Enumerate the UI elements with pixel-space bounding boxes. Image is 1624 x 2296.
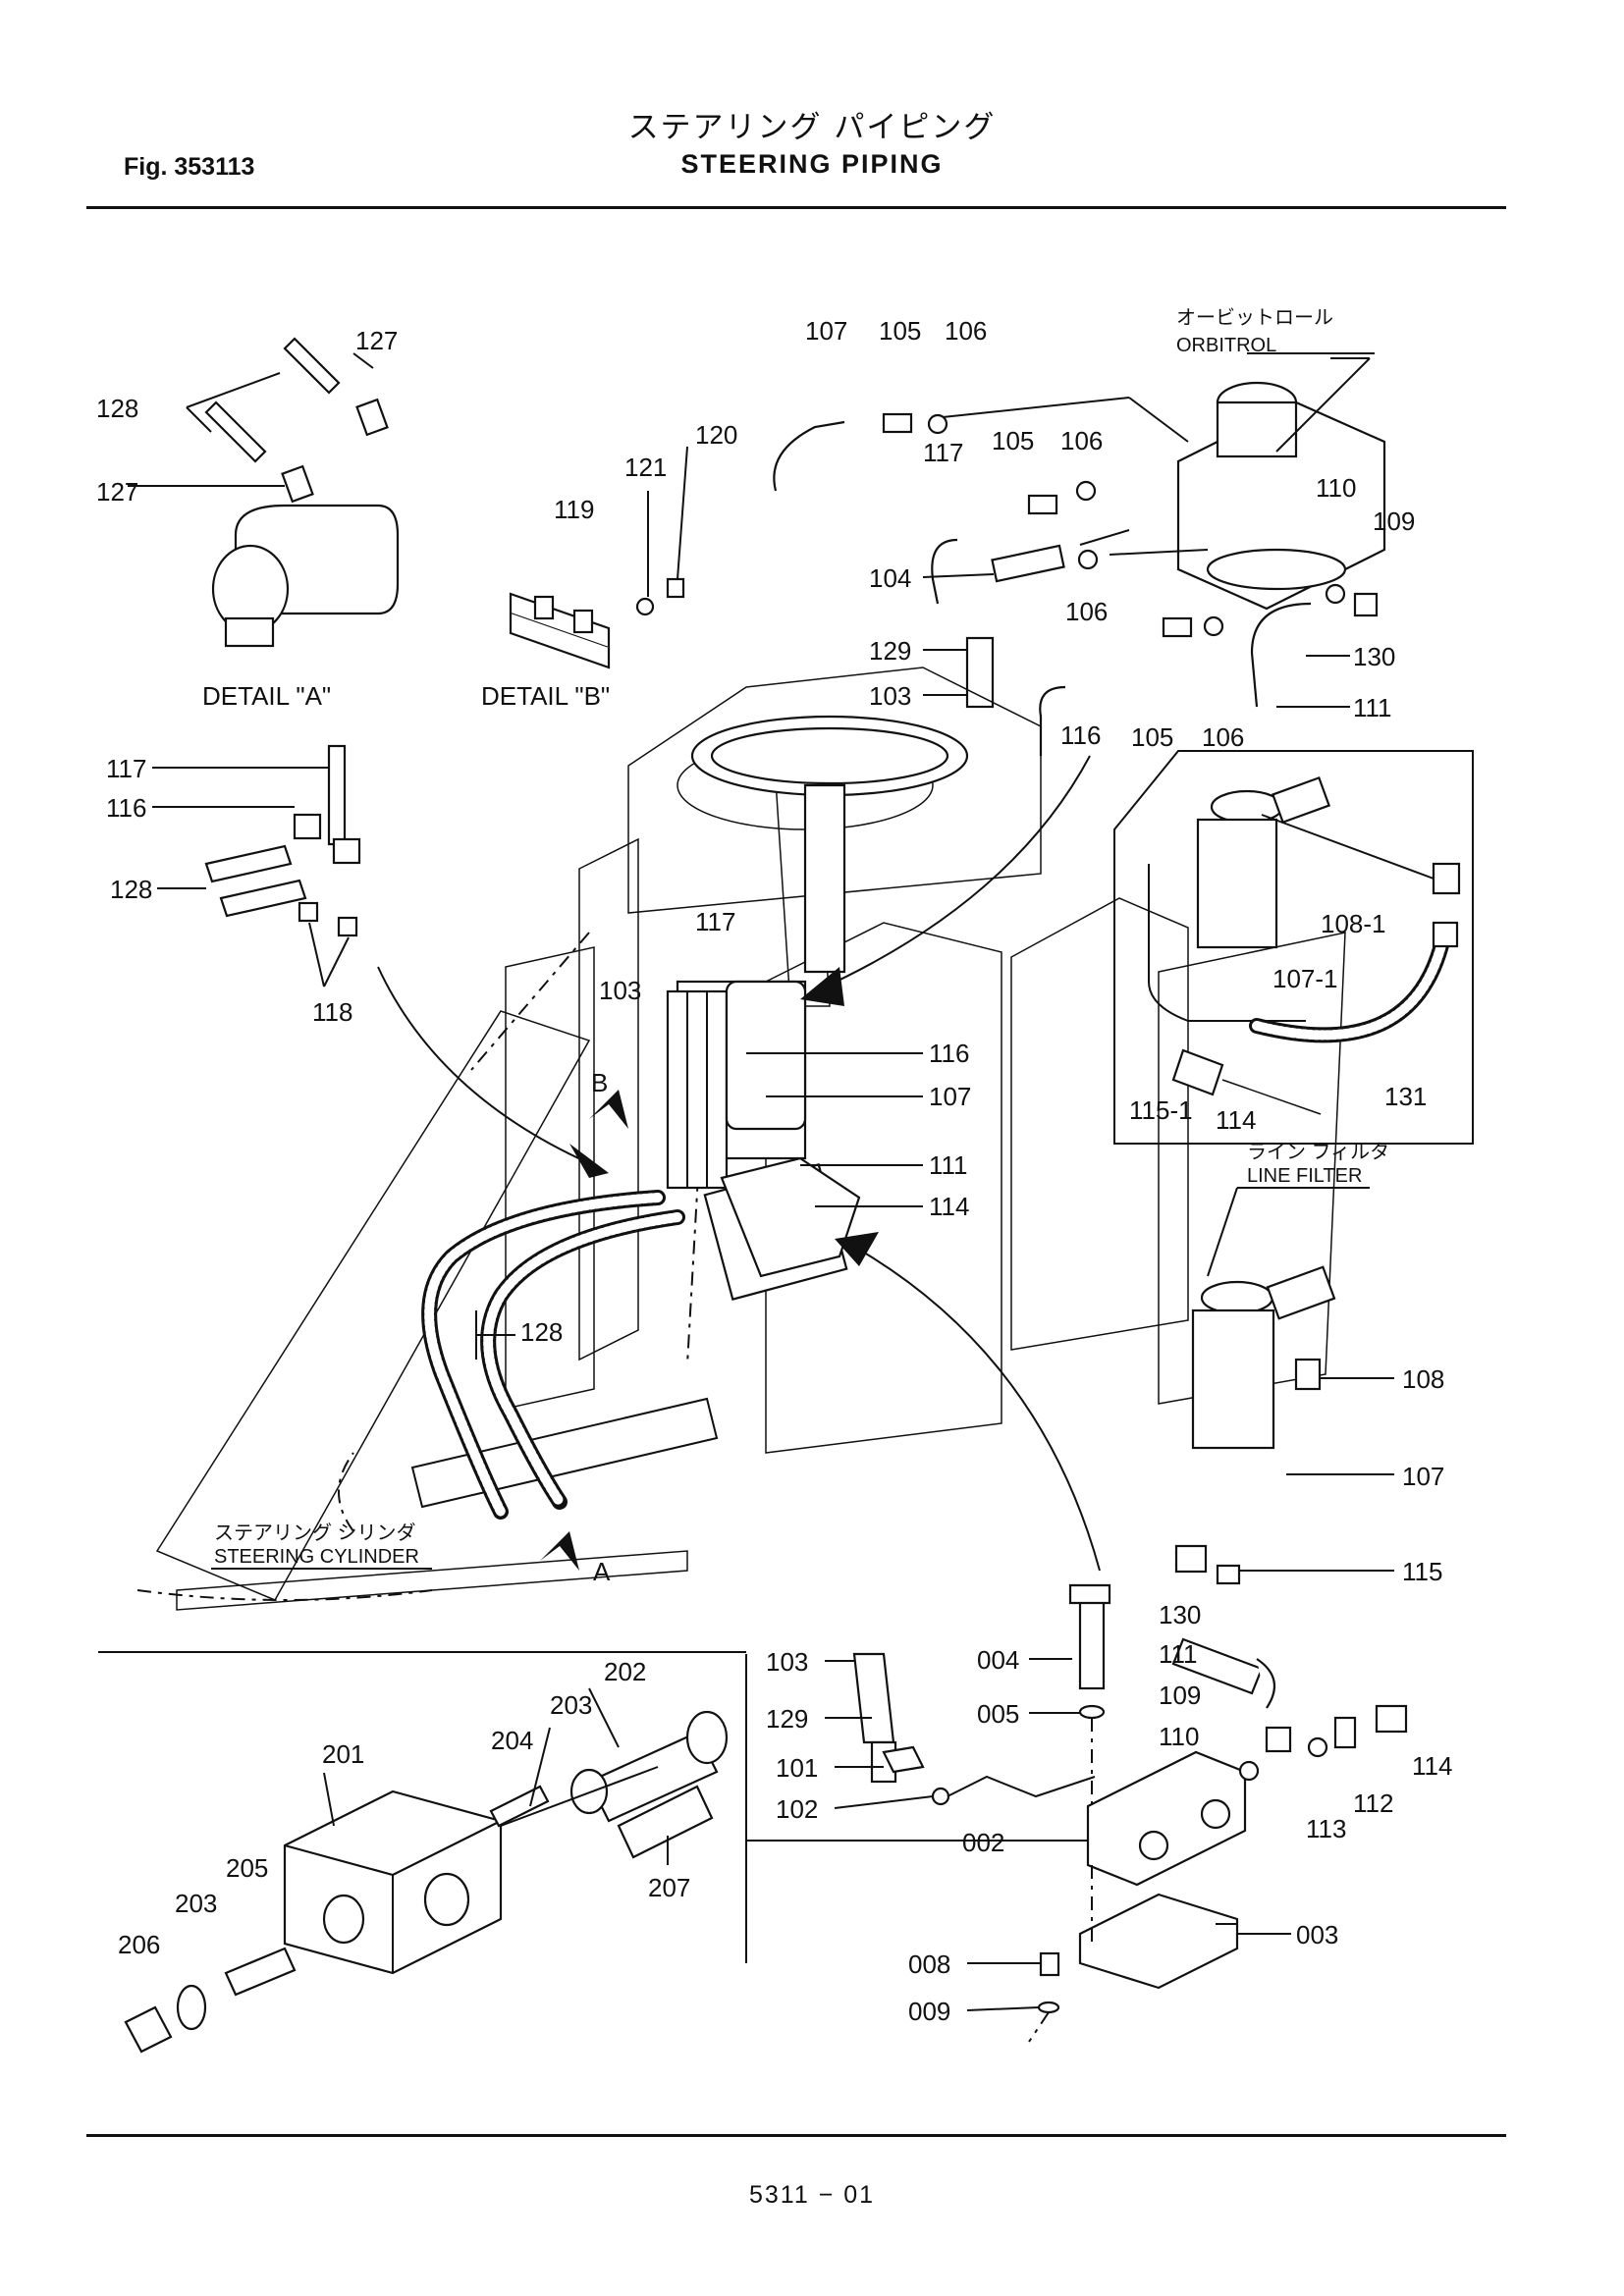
callout-103: 103 xyxy=(766,1647,808,1677)
steering-cylinder-label: STEERING CYLINDER xyxy=(214,1546,419,1568)
line-filter-label: LINE FILTER xyxy=(1247,1165,1362,1187)
callout-109: 109 xyxy=(1159,1681,1201,1710)
callout-110: 110 xyxy=(1159,1722,1199,1751)
callout-116: 116 xyxy=(106,793,146,823)
machine-body-drawing xyxy=(136,667,1346,1611)
callout-116: 116 xyxy=(929,1039,969,1068)
callout-128: 128 xyxy=(520,1317,563,1347)
line-filter-inset xyxy=(1113,750,1474,1145)
view-b-marker: B xyxy=(591,1068,608,1097)
figure-number: Fig. 353113 xyxy=(124,153,255,181)
callout-114: 114 xyxy=(1412,1751,1452,1781)
callout-203: 203 xyxy=(550,1690,592,1720)
orbitrol-drawing xyxy=(773,352,1386,756)
callout-107: 107 xyxy=(929,1082,971,1111)
orbitrol-label-jp: オービットロール xyxy=(1176,306,1333,329)
callout-201: 201 xyxy=(322,1739,364,1769)
callout-120: 120 xyxy=(695,420,737,450)
leader-arrows xyxy=(377,755,1101,1572)
callout-202: 202 xyxy=(604,1657,646,1686)
callout-108: 108 xyxy=(1402,1364,1444,1394)
line-filter-drawing xyxy=(1174,1265,1350,1585)
callout-128: 128 xyxy=(110,875,152,904)
callout-121: 121 xyxy=(624,453,667,482)
callout-111: 111 xyxy=(1353,693,1392,722)
callout-003: 003 xyxy=(1296,1920,1338,1949)
detail-b-drawing xyxy=(509,446,688,669)
callout-105: 105 xyxy=(879,316,921,346)
detail-a-drawing xyxy=(128,337,400,648)
detail-b-label: DETAIL "B" xyxy=(481,681,610,711)
callout-004: 004 xyxy=(977,1645,1019,1675)
page-title: STEERING PIPING xyxy=(680,149,944,179)
footer-rule xyxy=(86,2134,1506,2137)
callout-111: 111 xyxy=(929,1150,968,1180)
callout-102: 102 xyxy=(776,1794,818,1824)
callout-115-1: 115-1 xyxy=(1129,1095,1193,1125)
callout-008: 008 xyxy=(908,1949,950,1979)
callout-109: 109 xyxy=(1373,507,1415,536)
callout-103: 103 xyxy=(599,976,641,1005)
callout-115: 115 xyxy=(1402,1557,1442,1586)
callout-111: 111 xyxy=(1159,1639,1198,1669)
steering-wheel xyxy=(690,715,969,974)
orbitrol-label: ORBITROL xyxy=(1176,335,1276,356)
callout-114: 114 xyxy=(929,1192,969,1221)
callout-116: 116 xyxy=(1060,721,1101,750)
manifold-drawing xyxy=(745,1583,1408,2043)
callout-118: 118 xyxy=(312,997,352,1027)
detail-a-label: DETAIL "A" xyxy=(202,681,331,711)
callout-129: 129 xyxy=(766,1704,808,1734)
callout-105: 105 xyxy=(1131,722,1173,752)
callout-106: 106 xyxy=(1060,426,1103,455)
callout-117: 117 xyxy=(923,438,963,467)
callout-106: 106 xyxy=(1065,597,1108,626)
callout-130: 130 xyxy=(1353,642,1395,671)
flexible-hoses xyxy=(421,1190,685,1520)
callout-117: 117 xyxy=(695,907,735,936)
valve-breakdown-drawing xyxy=(124,1687,729,2054)
callout-104: 104 xyxy=(869,563,911,593)
callout-107: 107 xyxy=(1402,1462,1444,1491)
callout-131: 131 xyxy=(1384,1082,1427,1111)
callout-127: 127 xyxy=(96,477,138,507)
callout-127: 127 xyxy=(355,326,398,355)
callout-103: 103 xyxy=(869,681,911,711)
callout-114: 114 xyxy=(1216,1105,1256,1135)
callout-106: 106 xyxy=(1202,722,1244,752)
callout-105: 105 xyxy=(992,426,1034,455)
view-a-marker: A xyxy=(593,1557,611,1586)
callout-203: 203 xyxy=(175,1889,217,1918)
page-title-japanese: ステアリング パイピング xyxy=(627,110,997,145)
callout-204: 204 xyxy=(491,1726,533,1755)
callout-005: 005 xyxy=(977,1699,1019,1729)
callout-207: 207 xyxy=(648,1873,690,1902)
callout-112: 112 xyxy=(1353,1789,1393,1818)
callout-205: 205 xyxy=(226,1853,268,1883)
line-filter-label-jp: ライン フィルタ xyxy=(1247,1141,1389,1163)
callout-129: 129 xyxy=(869,636,911,666)
callout-107: 107 xyxy=(805,316,847,346)
callout-009: 009 xyxy=(908,1997,950,2026)
callout-206: 206 xyxy=(118,1930,160,1959)
callout-002: 002 xyxy=(962,1828,1004,1857)
callout-128: 128 xyxy=(96,394,138,423)
callout-113: 113 xyxy=(1306,1814,1346,1843)
steering-cylinder-label-jp: ステアリング シリンダ xyxy=(214,1522,416,1544)
header-rule xyxy=(86,206,1506,209)
callout-130: 130 xyxy=(1159,1600,1201,1629)
callout-117: 117 xyxy=(106,754,146,783)
callout-107-1: 107-1 xyxy=(1272,964,1338,993)
hose-end-detail xyxy=(152,744,361,988)
steering-valve-assembly xyxy=(666,980,861,1278)
page-number: 5311 − 01 xyxy=(748,2181,876,2209)
callout-108-1: 108-1 xyxy=(1321,909,1386,938)
callout-119: 119 xyxy=(554,495,594,524)
callout-101: 101 xyxy=(776,1753,818,1783)
callout-110: 110 xyxy=(1316,473,1356,503)
callout-106: 106 xyxy=(945,316,987,346)
